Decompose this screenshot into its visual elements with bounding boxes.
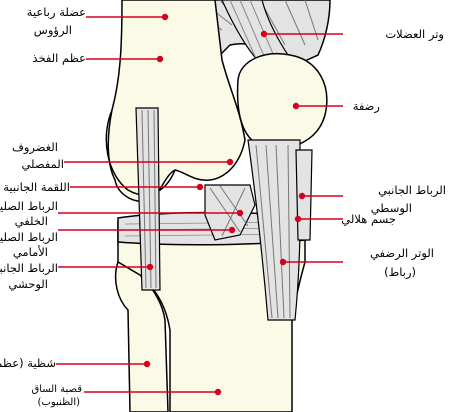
label-patellar-ligament-2: (رباط): [384, 265, 416, 279]
femur-condyle: [105, 109, 176, 196]
label-quadriceps: عضلة رباعية: [26, 5, 86, 19]
label-tibia: قصبة الساق: [31, 384, 82, 395]
label-lateral-collateral-2: الوحشي: [8, 277, 48, 291]
label-articular-cartilage-2: المفصلي: [21, 157, 64, 171]
label-femur: عظم الفخذ: [32, 51, 86, 65]
leader-lines: [56, 13, 343, 396]
label-anterior-cruciate: الرباط الصليبي: [0, 230, 58, 244]
label-meniscus: جسم هلالي: [341, 212, 396, 226]
label-lateral-collateral: الرباط الجانبي: [0, 261, 58, 275]
label-posterior-cruciate-2: الخلفي: [14, 214, 48, 228]
label-lateral-condyle: اللقمة الجانبية: [3, 180, 70, 194]
label-patellar-ligament: الوتر الرضفي: [369, 246, 434, 260]
label-medial-collateral: الرباط الجانبي: [378, 183, 446, 197]
label-medial-collateral-2: الوسطي: [370, 201, 412, 215]
label-tibia-2: (الظنبوب): [37, 397, 80, 408]
patella: [236, 53, 328, 149]
label-quadriceps-tendon: وتر العضلات: [385, 27, 444, 41]
label-anterior-cruciate-2: الأمامي: [12, 245, 48, 259]
label-quadriceps-2: الرؤوس: [33, 23, 72, 37]
label-posterior-cruciate: الرباط الصليبي: [0, 199, 58, 213]
label-fibula: شظية (عظم): [0, 356, 56, 370]
label-patella: رضفة: [352, 99, 380, 113]
label-articular-cartilage: الغضروف: [11, 140, 58, 154]
